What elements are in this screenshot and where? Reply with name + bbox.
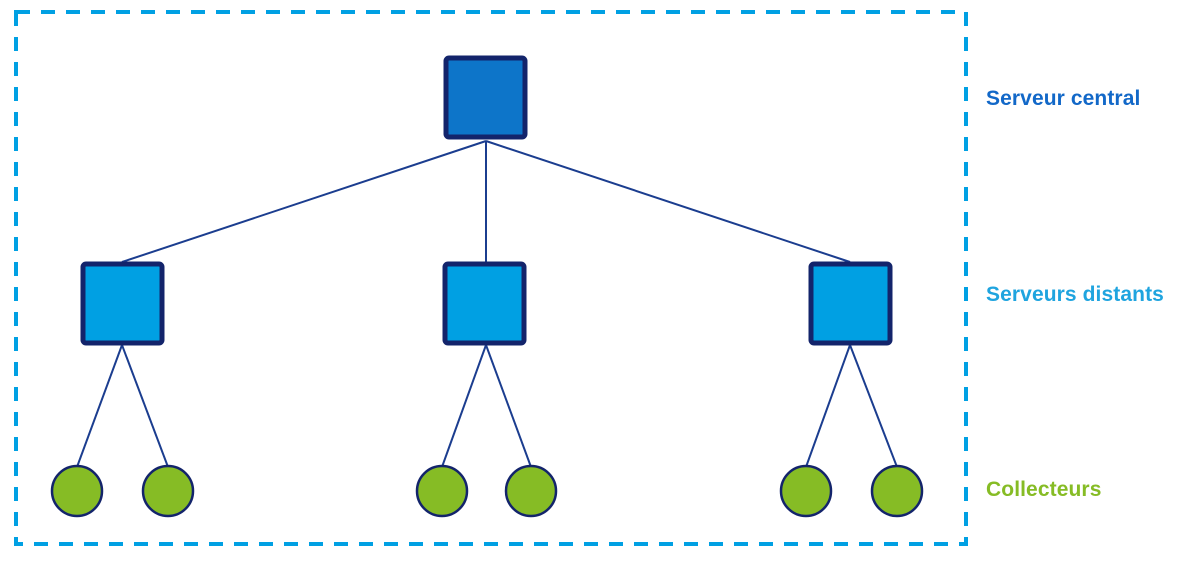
link-remote-2-to-collector-3 — [441, 344, 487, 468]
dashed-boundary-frame — [14, 10, 968, 546]
node-collector-1[interactable] — [50, 464, 104, 518]
link-remote-1-to-collector-2 — [121, 344, 169, 468]
node-collector-3[interactable] — [415, 464, 469, 518]
link-remote-3-to-collector-5 — [805, 344, 851, 468]
legend-label-central-server: Serveur central — [986, 87, 1141, 110]
node-collector-2[interactable] — [141, 464, 195, 518]
legend-label-remote-servers: Serveurs distants — [986, 283, 1164, 306]
link-central-to-remote-1 — [121, 140, 487, 263]
node-remote-server-3[interactable] — [808, 261, 893, 346]
node-collector-5[interactable] — [779, 464, 833, 518]
node-central-server[interactable] — [443, 55, 528, 140]
link-group-remote-to-collectors — [76, 344, 898, 468]
link-remote-1-to-collector-1 — [76, 344, 123, 468]
node-remote-server-1[interactable] — [80, 261, 165, 346]
node-remote-server-2[interactable] — [442, 261, 527, 346]
link-remote-3-to-collector-6 — [849, 344, 898, 468]
legend-label-collectors: Collecteurs — [986, 478, 1102, 501]
link-group-central-to-remote — [121, 140, 851, 263]
link-central-to-remote-3 — [485, 140, 851, 263]
node-collector-4[interactable] — [504, 464, 558, 518]
node-group-collectors — [50, 464, 924, 518]
link-remote-2-to-collector-4 — [485, 344, 532, 468]
node-group-remote-servers — [80, 261, 893, 346]
node-collector-6[interactable] — [870, 464, 924, 518]
